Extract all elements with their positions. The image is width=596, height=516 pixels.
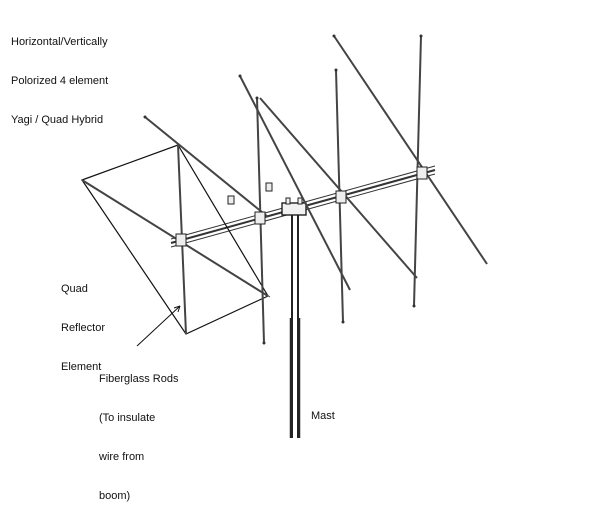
quad-reflector-wire bbox=[81, 144, 269, 335]
quad-label-line-2: Reflector bbox=[61, 322, 106, 334]
fiberglass-callout bbox=[136, 305, 181, 347]
quad-label-line-3: Element bbox=[61, 361, 102, 373]
mast-label: Mast bbox=[311, 410, 335, 422]
mast-clamp bbox=[281, 197, 307, 216]
insulator-tips bbox=[143, 34, 423, 345]
reflector-horizontal-element bbox=[144, 116, 269, 218]
element-clamps bbox=[175, 166, 428, 247]
quad-reflector-label: Quad Reflector Element bbox=[61, 257, 105, 387]
antenna-diagram bbox=[81, 34, 488, 438]
diagram-title: Horizontal/Vertically Polorized 4 elemen… bbox=[11, 10, 108, 140]
fiber-label-line-1: Fiberglass Rods bbox=[99, 373, 179, 385]
quad-label-line-1: Quad bbox=[61, 283, 88, 295]
title-line-3: Yagi / Quad Hybrid bbox=[11, 114, 104, 126]
fiber-label-line-3: wire from bbox=[99, 451, 145, 463]
director-2-horizontal bbox=[333, 35, 488, 265]
fiber-label-line-4: boom) bbox=[99, 490, 131, 502]
title-line-1: Horizontal/Vertically bbox=[11, 36, 108, 48]
fiberglass-rods-label: Fiberglass Rods (To insulate wire from b… bbox=[99, 347, 178, 516]
title-line-2: Polorized 4 element bbox=[11, 75, 109, 87]
mast bbox=[289, 212, 301, 438]
fiber-label-line-2: (To insulate bbox=[99, 412, 156, 424]
